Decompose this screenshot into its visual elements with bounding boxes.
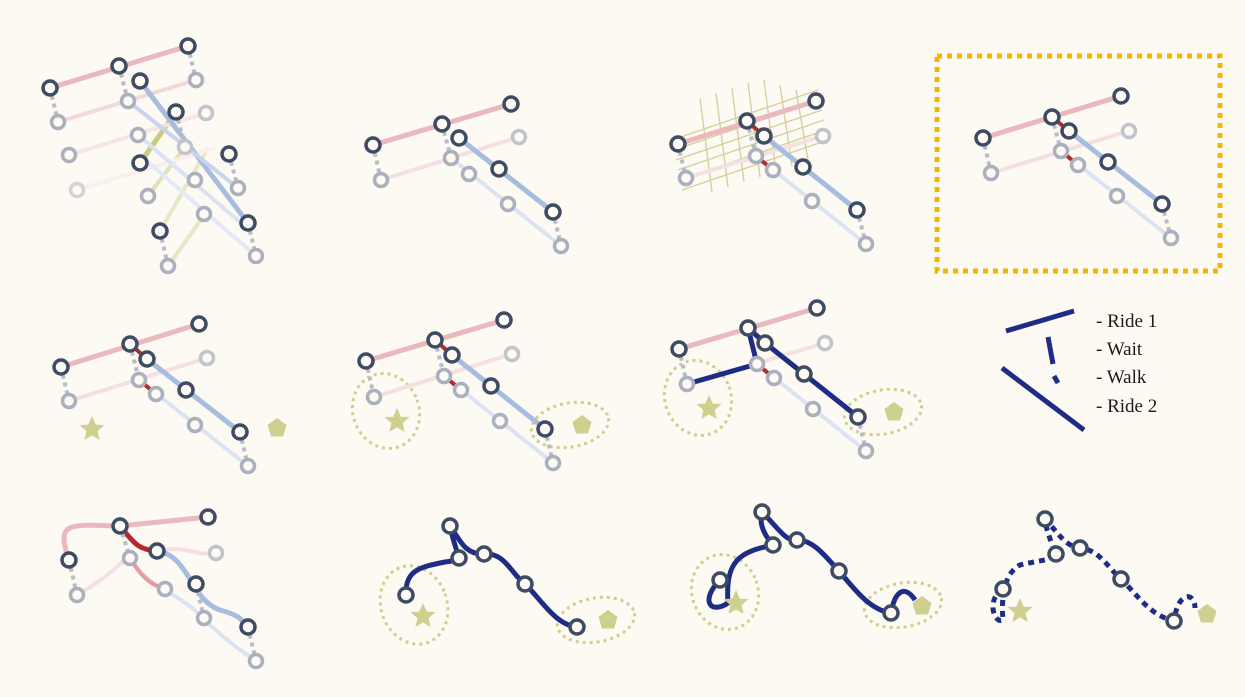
panel-grid-transfer (669, 79, 875, 253)
panel-dotted-path (990, 510, 1217, 630)
destination-pentagon-icon (884, 402, 904, 421)
destination-zone (842, 387, 924, 437)
origin-star-icon (1007, 598, 1033, 622)
legend-wait-glyph (1045, 336, 1056, 365)
panel-curved-path (378, 517, 637, 646)
panel-highlighted-transfer (934, 53, 1223, 274)
destination-pentagon-icon (1197, 604, 1217, 623)
panel-curved-routes (60, 508, 265, 670)
panel-origin-destination (52, 315, 287, 475)
panel-layer-stack (41, 37, 265, 275)
legend-ride2-glyph (1000, 366, 1086, 432)
highlight-box (934, 53, 1223, 274)
panel-walk-zones (350, 311, 611, 472)
origin-zone (689, 553, 761, 631)
origin-star-icon (384, 408, 410, 432)
destination-zone (529, 400, 611, 450)
destination-pentagon-icon (598, 610, 618, 629)
legend-label-ride-2: - Ride 2 (1096, 396, 1158, 417)
panel-curved-path-walks (689, 503, 944, 631)
origin-zone (662, 359, 734, 437)
legend-ride1-glyph (1005, 308, 1075, 334)
destination-pentagon-icon (267, 418, 287, 437)
origin-star-icon (79, 416, 105, 440)
origin-star-icon (696, 395, 722, 419)
origin-zone (378, 564, 450, 646)
panel-chosen-path (662, 299, 924, 460)
destination-zone (862, 580, 944, 630)
destination-pentagon-icon (572, 415, 592, 434)
curved-path-line (706, 509, 918, 616)
panel-two-routes (364, 95, 570, 255)
legend-glyphs (1000, 308, 1086, 432)
legend-label-ride-1: - Ride 1 (1096, 311, 1158, 332)
legend-label-wait: - Wait (1096, 339, 1143, 360)
destination-zone (555, 595, 637, 645)
origin-zone (350, 372, 422, 450)
curved-path-line (403, 523, 578, 630)
origin-star-icon (410, 603, 436, 627)
legend-label-walk: - Walk (1096, 367, 1147, 388)
